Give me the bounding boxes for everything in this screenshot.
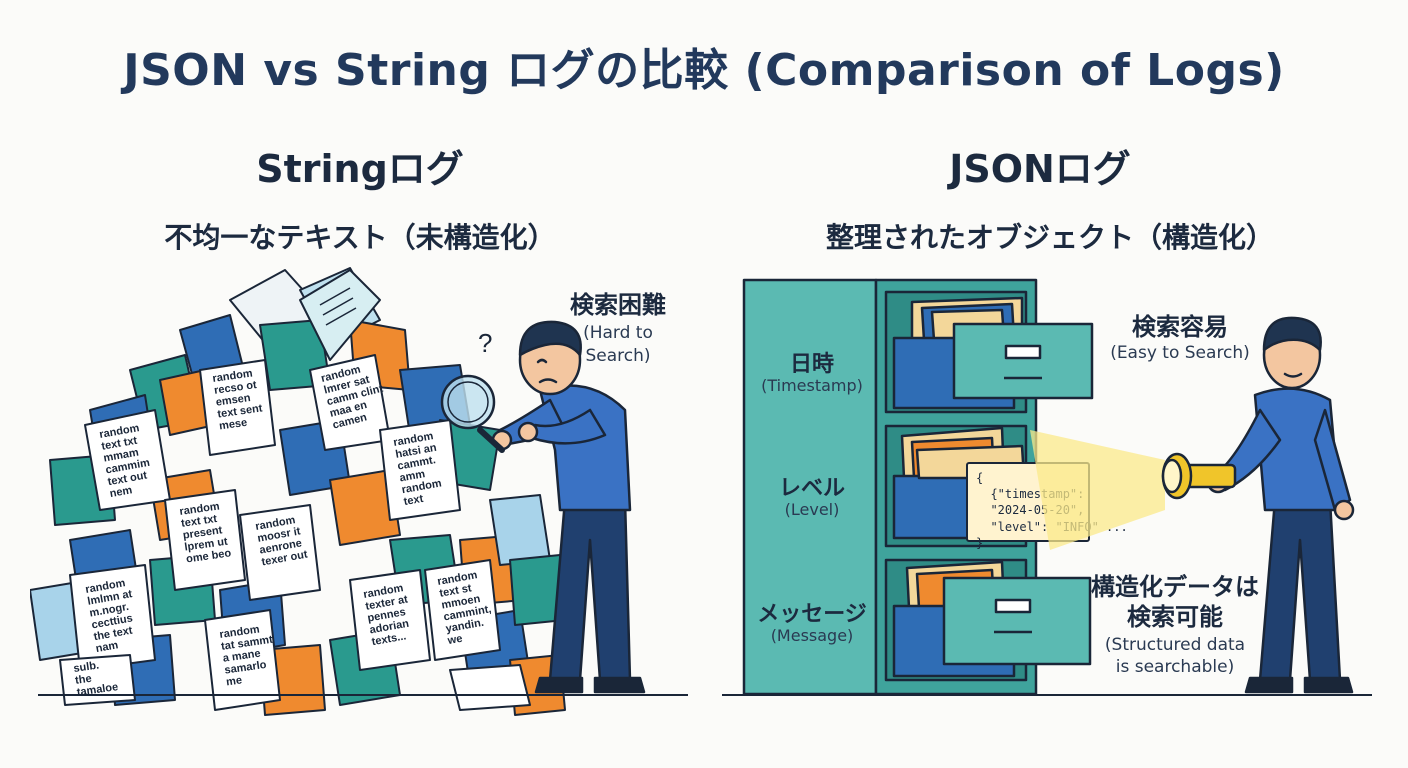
json-line: {	[976, 471, 984, 485]
hard-to-search-en-line2: Search)	[585, 346, 651, 366]
filing-cabinet-illustration	[742, 278, 1094, 696]
easy-to-search-label: 検索容易	[1132, 313, 1228, 341]
svg-text:?: ?	[478, 328, 492, 358]
structured-searchable-en-line1: (Structured data	[1104, 635, 1246, 655]
paper-scribble-text: randomrecso otemsentext sentmese	[212, 367, 265, 433]
structured-searchable-label-line1: 構造化データは	[1091, 573, 1259, 601]
drawer-label-message-en: (Message)	[770, 626, 854, 645]
paper-scribble-text: randomtext txtmmamcammimtext outnem	[98, 421, 155, 500]
string-log-heading: Stringログ	[256, 147, 464, 191]
structured-searchable-label-line2: 検索可能	[1127, 603, 1223, 631]
paper-pile-illustration: randomrecso otemsentext sentmese randomlm…	[30, 267, 566, 716]
left-ground-line	[38, 694, 688, 696]
main-title: JSON vs String ログの比較 (Comparison of Logs…	[123, 45, 1285, 96]
string-log-subheading: 不均一なテキスト（未構造化）	[164, 221, 556, 254]
drawer-label-message: メッセージ	[757, 602, 867, 627]
structured-searchable-en-line2: is searchable)	[1115, 657, 1235, 677]
drawer-label-level-en: (Level)	[784, 500, 840, 519]
paper-scribble-text: randomhatsi ancammt.ammrandomtext	[392, 430, 446, 508]
json-log-heading: JSONログ	[949, 147, 1131, 191]
easy-to-search-en: (Easy to Search)	[1110, 343, 1250, 363]
right-ground-line	[722, 694, 1372, 696]
json-line: }	[976, 535, 984, 550]
hard-to-search-label: 検索困難	[570, 291, 666, 319]
paper-scribble-text: randomlmlmn atm.nogr.cecttiusthe textnam	[84, 576, 141, 655]
drawer-label-timestamp: 日時	[789, 352, 834, 377]
drawer-label-level: レベル	[778, 476, 845, 501]
paper-scribble-text: randomtexter atpennesadoriantexts...	[362, 582, 415, 649]
drawer-label-timestamp-en: (Timestamp)	[761, 376, 863, 395]
frustrated-person-illustration: ?	[440, 320, 646, 694]
person-with-flashlight-illustration	[1030, 316, 1355, 694]
paper-scribble-text: randomtext stmmoencammint,yandin.we	[435, 568, 496, 647]
hard-to-search-en-line1: (Hard to	[583, 323, 653, 343]
json-log-subheading: 整理されたオブジェクト（構造化）	[825, 221, 1274, 254]
